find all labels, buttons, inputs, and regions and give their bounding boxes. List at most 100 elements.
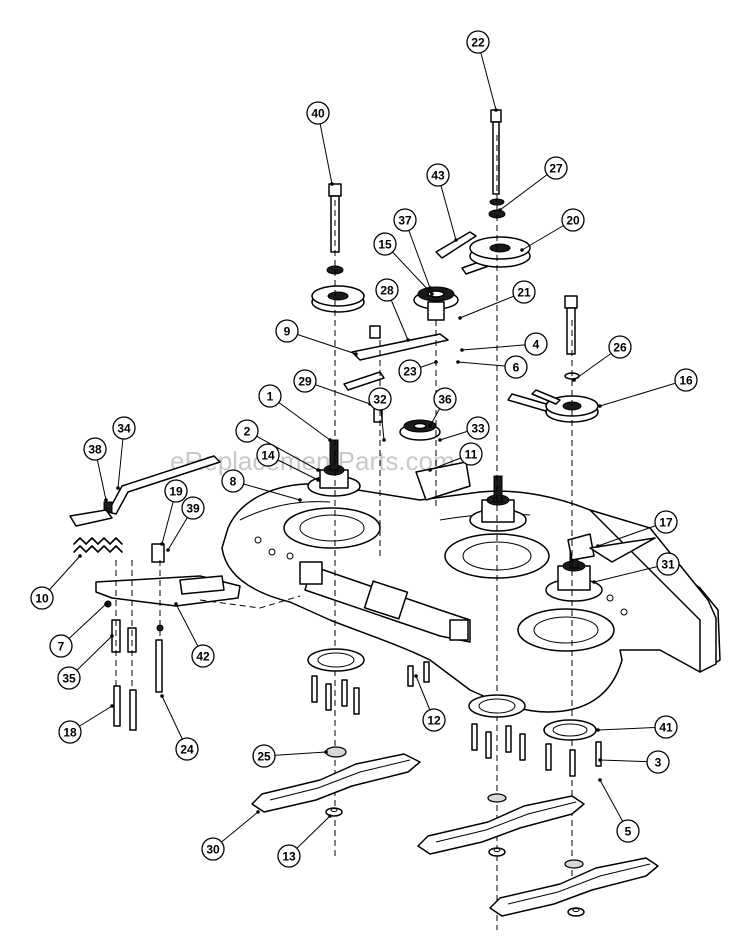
callout-number: 31 [661, 558, 675, 572]
callout-leader-tip [330, 182, 334, 186]
callout-circle [608, 335, 632, 359]
callout-number: 21 [517, 286, 531, 300]
deck-housing [221, 483, 721, 713]
callout-leader-tip [414, 674, 418, 678]
callout-7: 7 [49, 602, 108, 658]
callout-number: 28 [380, 284, 394, 298]
callout-number: 32 [373, 393, 387, 407]
callout-24: 24 [160, 694, 199, 761]
blade-30 [251, 753, 421, 813]
callout-number: 23 [403, 365, 417, 379]
bolt-18b [129, 689, 137, 731]
callout-18: 18 [58, 704, 114, 744]
spacer-19 [151, 543, 165, 563]
callout-leader-tip [104, 498, 108, 502]
callout-leader-line [461, 343, 537, 351]
callout-number: 8 [230, 475, 237, 489]
callout-number: 13 [282, 850, 296, 864]
callout-3: 3 [598, 750, 670, 774]
callout-circle [433, 387, 457, 411]
callout-number: 17 [659, 516, 673, 530]
callout-leader-tip [328, 814, 332, 818]
callout-number: 37 [398, 214, 412, 228]
callout-16: 16 [598, 368, 698, 408]
callout-42: 42 [174, 602, 215, 668]
callout-number: 35 [62, 672, 76, 686]
callout-27: 27 [498, 156, 568, 212]
spacer-25 [325, 746, 347, 758]
callout-leader-tip [498, 208, 502, 212]
callout-15: 15 [373, 232, 434, 296]
callout-1: 1 [258, 384, 332, 442]
callout-number: 9 [284, 325, 291, 339]
callout-20: 20 [520, 208, 585, 252]
callout-circle [561, 208, 585, 232]
blade-center [417, 795, 585, 855]
callout-circle [368, 387, 392, 411]
callout-circle [466, 416, 490, 440]
callout-circle [58, 720, 82, 744]
callout-leader-tip [116, 486, 120, 490]
callout-leader-tip [256, 810, 260, 814]
callout-leader-tip [174, 602, 178, 606]
callout-circle [504, 355, 528, 379]
callout-number: 29 [298, 375, 312, 389]
callout-circle [466, 30, 490, 54]
callout-32: 32 [368, 387, 392, 442]
callout-leader-tip [406, 338, 410, 342]
callout-circle [306, 101, 330, 125]
callout-leader-tip [598, 758, 602, 762]
callout-number: 2 [244, 425, 251, 439]
callout-number: 25 [257, 750, 271, 764]
callout-2: 2 [235, 419, 320, 472]
callout-number: 5 [625, 825, 632, 839]
callout-number: 38 [88, 443, 102, 457]
callout-circle [112, 416, 136, 440]
callout-leader-tip [572, 378, 576, 382]
callout-11: 11 [428, 442, 483, 472]
callout-leader-tip [438, 438, 442, 442]
callout-number: 34 [117, 422, 131, 436]
callout-34: 34 [112, 416, 136, 490]
spindle-bolt-22 [490, 109, 502, 195]
callout-23: 23 [398, 359, 438, 383]
callout-43: 43 [426, 163, 458, 242]
callout-leader-tip [596, 544, 600, 548]
callout-circle [544, 156, 568, 180]
callout-circle [375, 278, 399, 302]
callout-circle [175, 737, 199, 761]
callout-leader-tip [160, 542, 164, 546]
spring-10 [73, 537, 123, 553]
callout-number: 24 [180, 743, 194, 757]
callout-39: 39 [166, 496, 205, 552]
callout-35: 35 [57, 634, 114, 690]
callout-number: 26 [613, 341, 627, 355]
callout-circle [49, 634, 73, 658]
callout-circle [30, 586, 54, 610]
callout-circle [654, 715, 678, 739]
callout-28: 28 [375, 278, 410, 342]
callout-circle [393, 208, 417, 232]
bolt-18 [113, 685, 121, 727]
callout-40: 40 [306, 101, 334, 186]
callout-circle [293, 369, 317, 393]
callout-41: 41 [596, 715, 678, 739]
callout-number: 10 [35, 592, 49, 606]
pulley-20 [469, 236, 531, 268]
nut-13 [325, 807, 343, 817]
callout-leader-tip [78, 554, 82, 558]
callout-circle [181, 496, 205, 520]
callout-leader-tip [328, 438, 332, 442]
callout-circle [654, 510, 678, 534]
callout-5: 5 [598, 778, 640, 843]
callout-leader-tip [598, 778, 602, 782]
callout-leader-line [477, 41, 497, 111]
callout-number: 20 [566, 214, 580, 228]
callout-leader-line [286, 330, 357, 355]
callout-leader-line [599, 379, 687, 407]
callout-leader-tip [598, 404, 602, 408]
callout-number: 6 [513, 361, 520, 375]
callout-circle [256, 443, 280, 467]
